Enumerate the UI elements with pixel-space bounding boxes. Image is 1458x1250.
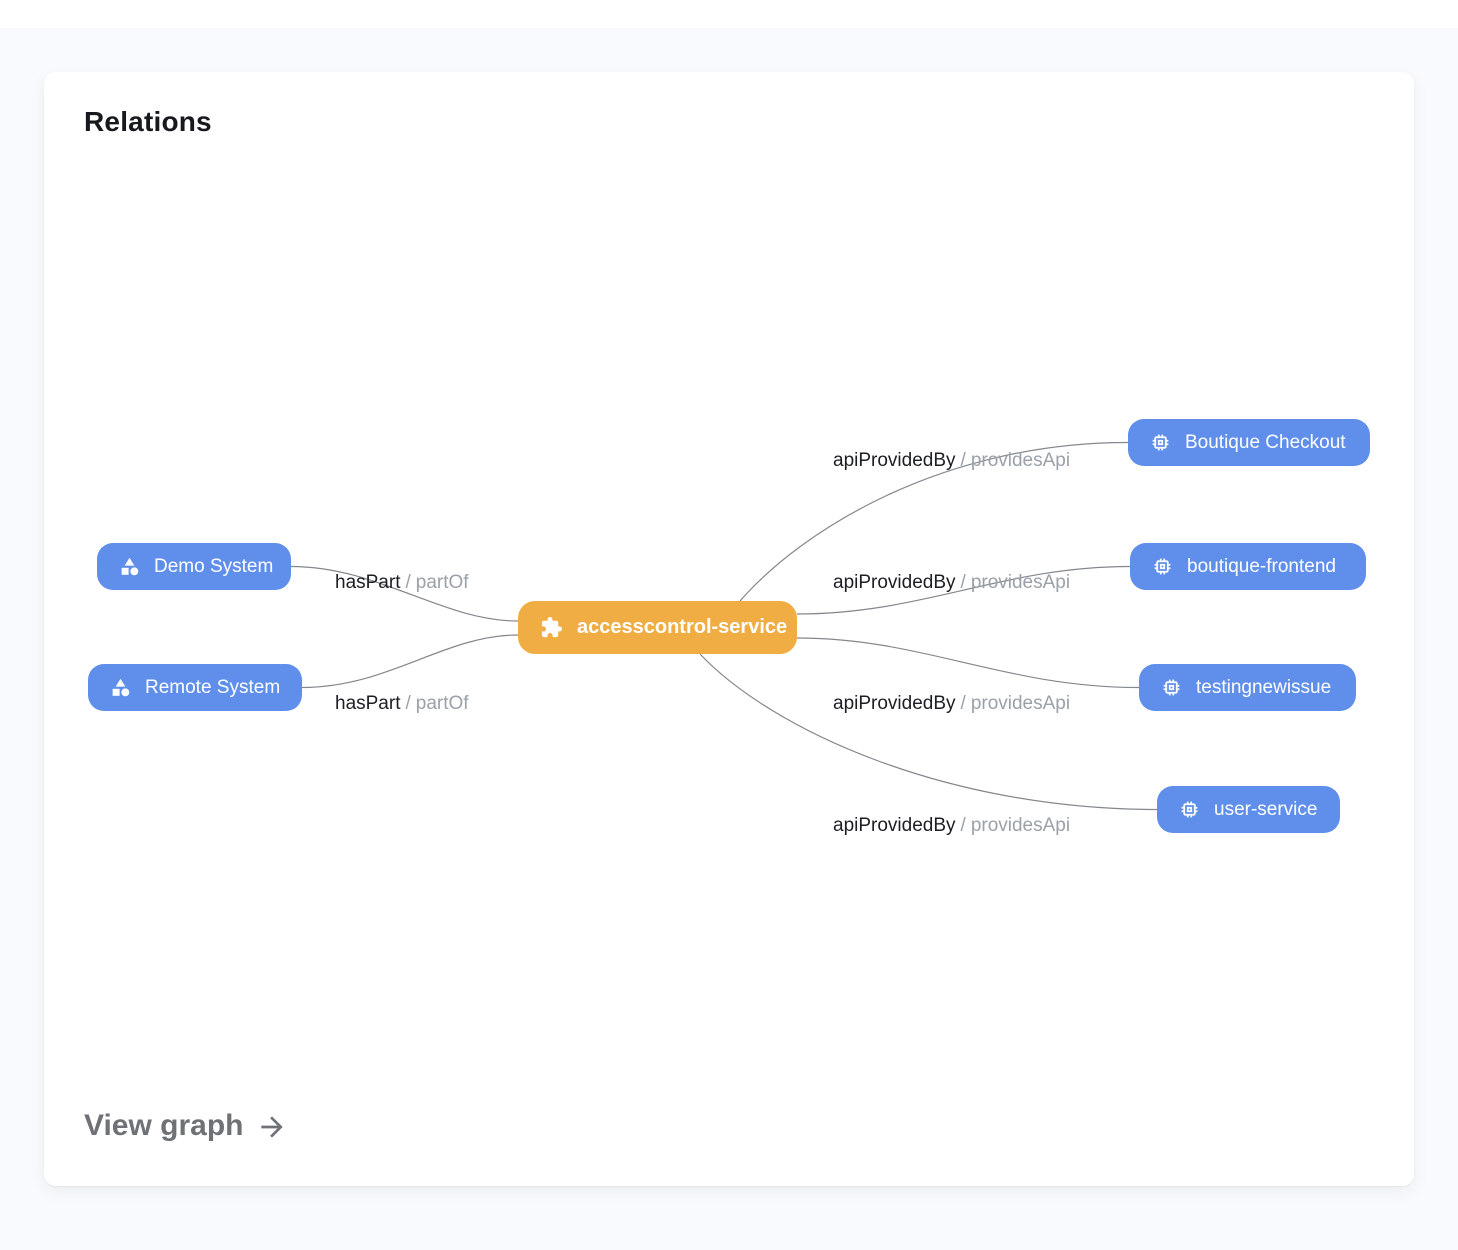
- edge-lines: [290, 441, 1158, 811]
- node-testingnewissue[interactable]: testingnewissue: [1139, 664, 1356, 711]
- node-remote-system[interactable]: Remote System: [88, 664, 302, 711]
- inverse-relation-text: providesApi: [970, 450, 1071, 471]
- system-shapes-icon: [110, 677, 131, 698]
- node-label: user-service: [1214, 798, 1318, 820]
- relation-separator: /: [960, 450, 966, 471]
- node-label: accesscontrol-service: [577, 616, 788, 638]
- puzzle-icon: [540, 616, 563, 639]
- edge-user-service: [699, 653, 1158, 811]
- edge-label-api-boutique-frontend: apiProvidedBy/providesApi: [833, 572, 1070, 594]
- api-chip-icon: [1150, 432, 1171, 453]
- system-shapes-icon: [119, 556, 140, 577]
- relation-text: hasPart: [335, 572, 401, 593]
- edge-boutique-frontend: [796, 565, 1131, 615]
- node-demo-system[interactable]: Demo System: [97, 543, 291, 590]
- api-chip-icon: [1179, 799, 1200, 820]
- node-boutique-frontend[interactable]: boutique-frontend: [1130, 543, 1366, 590]
- edge-label-api-testingnewissue: apiProvidedBy/providesApi: [833, 693, 1070, 715]
- arrow-right-icon: [260, 1116, 283, 1138]
- view-graph-label: View graph: [84, 1108, 244, 1142]
- inverse-relation-text: providesApi: [970, 815, 1071, 836]
- relation-separator: /: [960, 572, 966, 593]
- relation-text: apiProvidedBy: [833, 693, 956, 714]
- edge-label-haspart-remote: hasPart/partOf: [335, 693, 469, 715]
- node-user-service[interactable]: user-service: [1157, 786, 1340, 833]
- relation-text: apiProvidedBy: [833, 450, 956, 471]
- node-label: Demo System: [154, 555, 274, 577]
- edge-testingnewissue: [796, 637, 1140, 689]
- view-graph-link[interactable]: View graph: [84, 1108, 288, 1143]
- inverse-relation-text: providesApi: [970, 572, 1071, 593]
- edge-label-api-user-service: apiProvidedBy/providesApi: [833, 815, 1070, 837]
- relation-text: apiProvidedBy: [833, 815, 956, 836]
- relation-text: apiProvidedBy: [833, 572, 956, 593]
- relation-separator: /: [960, 693, 966, 714]
- node-label: boutique-frontend: [1187, 555, 1336, 577]
- relation-text: hasPart: [335, 693, 401, 714]
- top-strip: [0, 0, 1458, 28]
- node-label: Boutique Checkout: [1185, 431, 1346, 453]
- card-title: Relations: [84, 106, 212, 137]
- node-label: Remote System: [145, 676, 281, 698]
- edge-demo-system: [290, 565, 519, 622]
- api-chip-icon: [1161, 677, 1182, 698]
- edge-label-haspart-demo: hasPart/partOf: [335, 572, 469, 594]
- node-boutique-checkout[interactable]: Boutique Checkout: [1128, 419, 1370, 466]
- edge-remote-system: [301, 634, 519, 689]
- relations-graph: Demo System Remote System accesscontrol-…: [44, 72, 1414, 1186]
- relation-separator: /: [405, 572, 411, 593]
- node-accesscontrol-service[interactable]: accesscontrol-service: [518, 601, 797, 654]
- inverse-relation-text: providesApi: [970, 693, 1071, 714]
- relation-separator: /: [405, 693, 411, 714]
- edge-boutique-checkout: [739, 441, 1129, 602]
- node-label: testingnewissue: [1196, 676, 1332, 698]
- relation-separator: /: [960, 815, 966, 836]
- edge-label-api-boutique-checkout: apiProvidedBy/providesApi: [833, 450, 1070, 472]
- relations-card: Relations Demo System Remote System: [44, 72, 1414, 1186]
- inverse-relation-text: partOf: [415, 693, 469, 714]
- api-chip-icon: [1152, 556, 1173, 577]
- inverse-relation-text: partOf: [415, 572, 469, 593]
